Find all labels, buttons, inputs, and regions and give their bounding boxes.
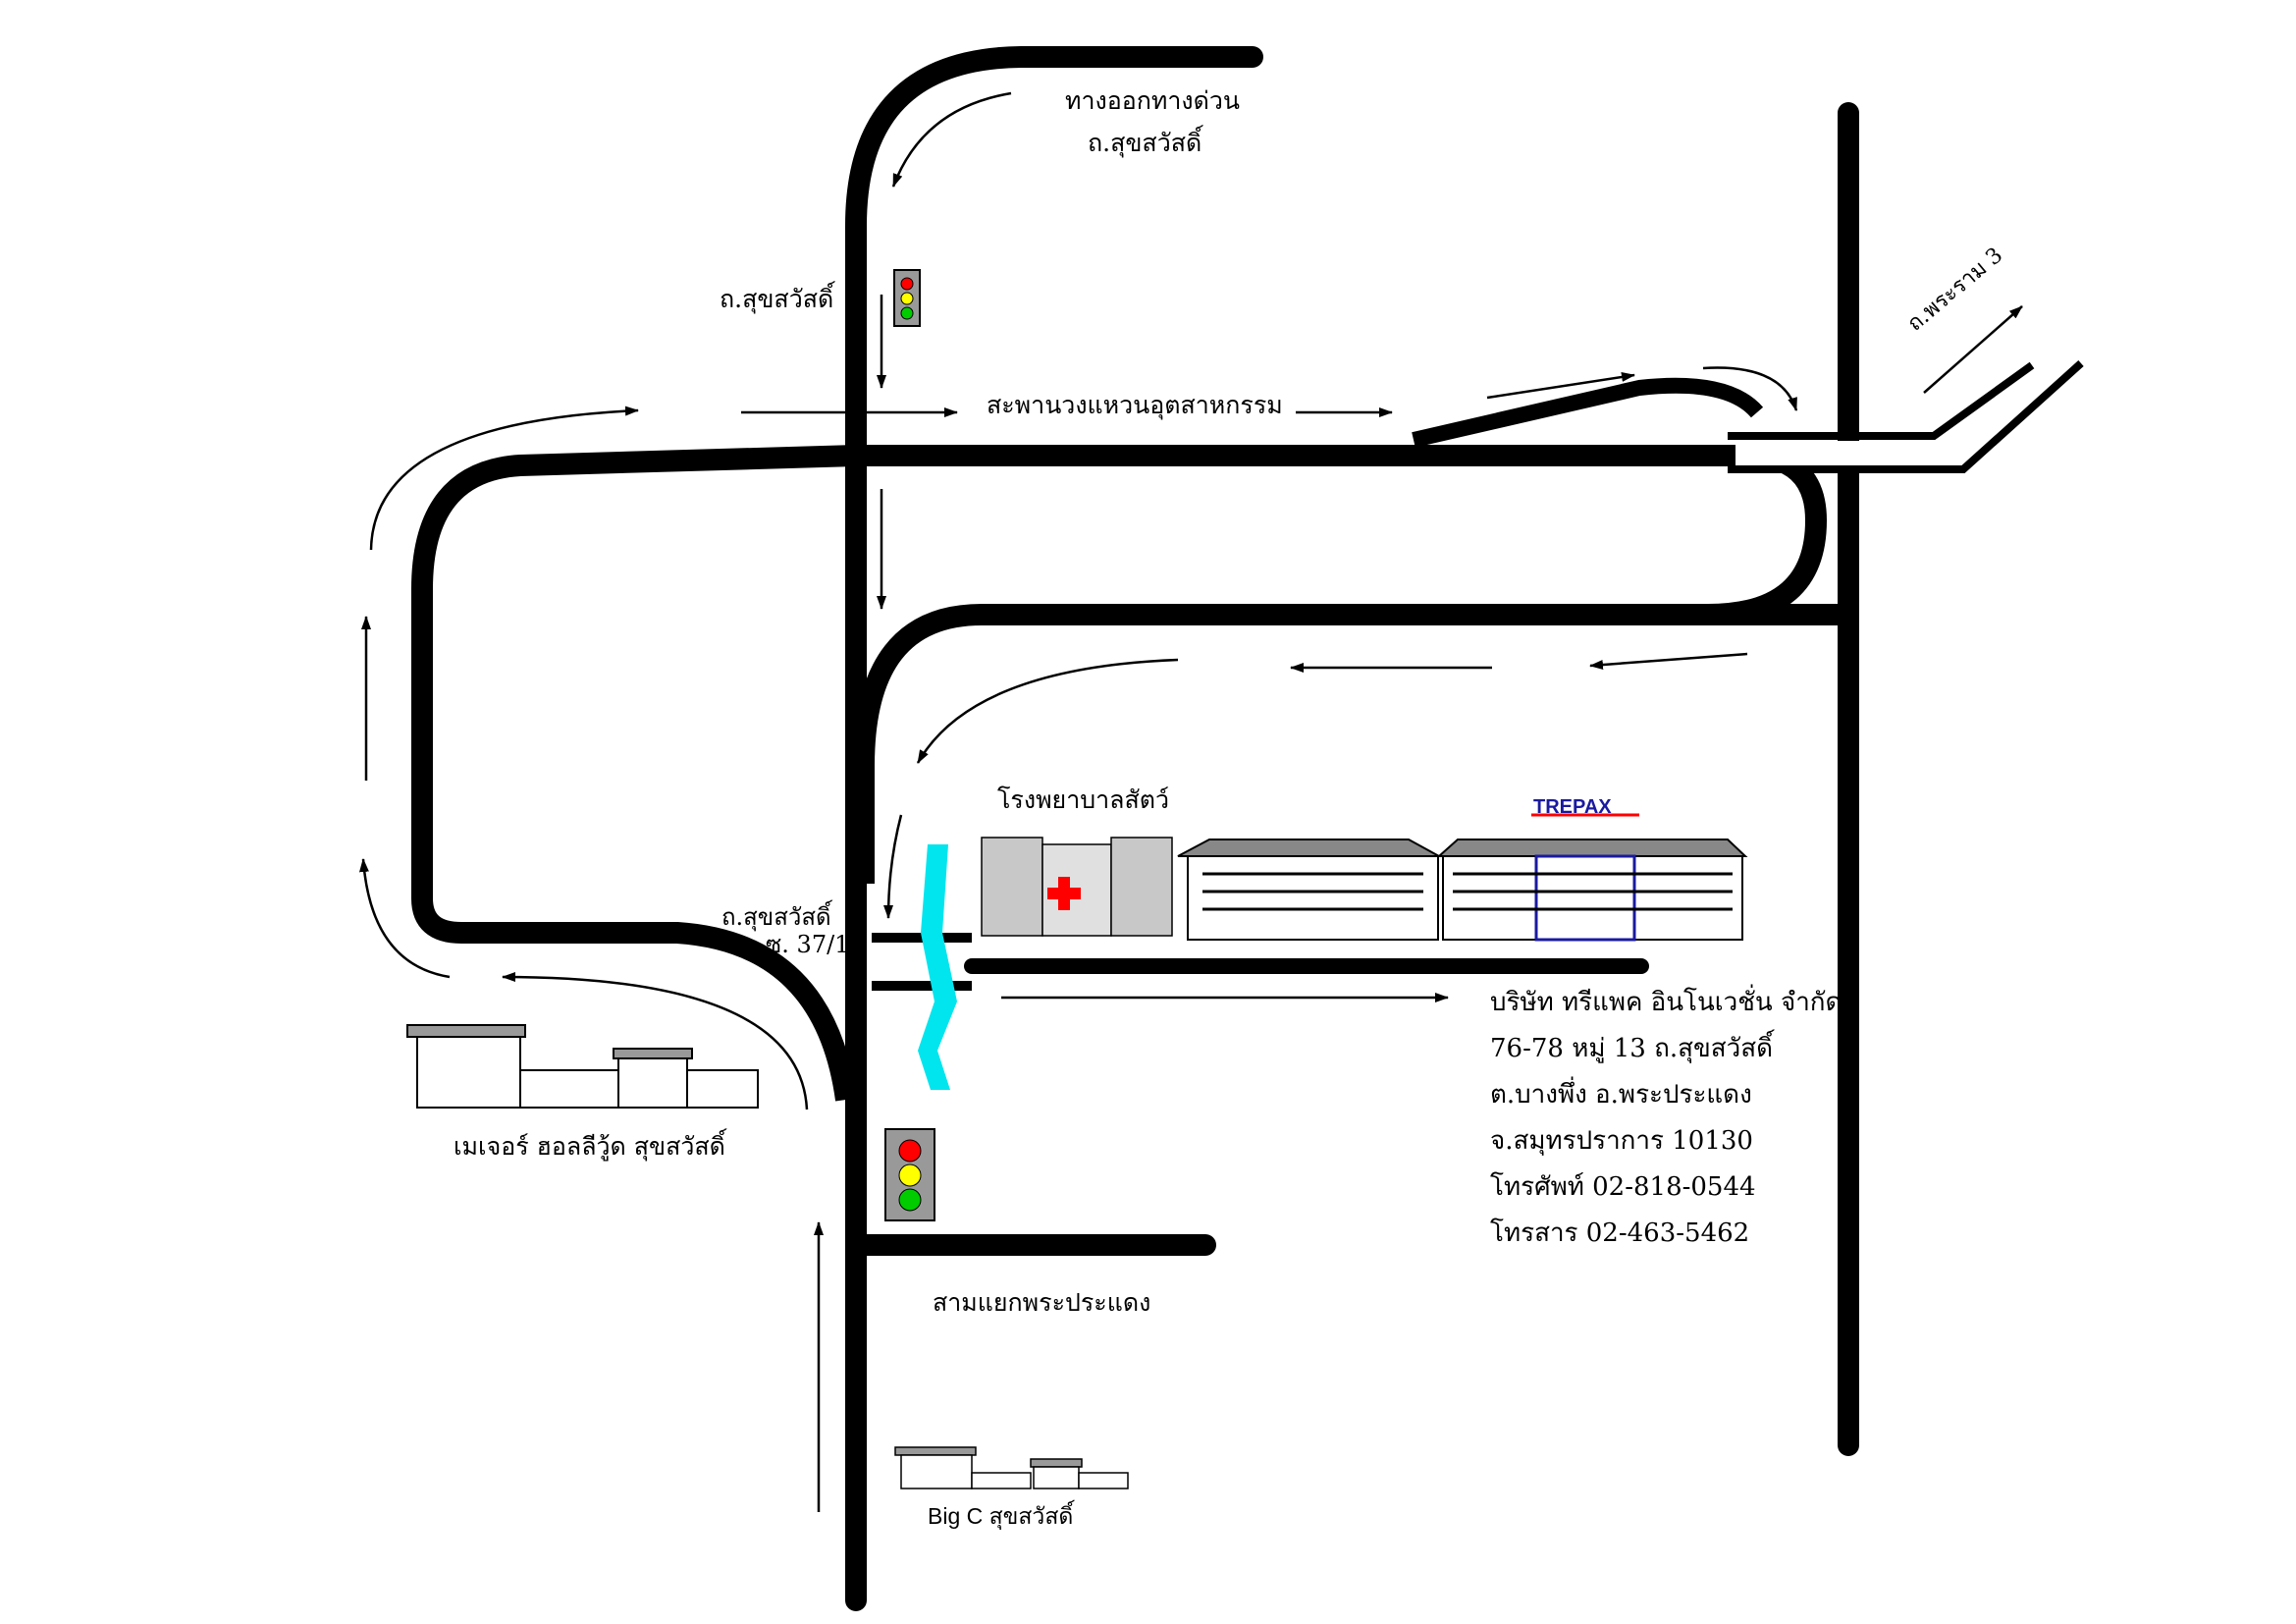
samyaek-label: สามแยกพระประแดง [933,1288,1151,1317]
expressway-exit-label-2: ถ.สุขสวัสดิ์ [1088,129,1202,157]
big-c-label: Big C สุขสวัสดิ์ [928,1503,1074,1529]
traffic-light-icon [893,269,921,327]
phone-number: โทรศัพท์ 02-818-0544 [1490,1172,1756,1202]
canal [918,844,957,1090]
address-line-2: ต.บางพึ่ง อ.พระประแดง [1490,1080,1752,1110]
soi-label-2: ซ. 37/1 [766,931,850,958]
road-suksawat-label: ถ.สุขสวัสดิ์ [720,285,834,313]
road-left-loop [411,445,857,1102]
animal-hospital-label: โรงพยาบาลสัตว์ [997,785,1169,814]
traffic-light-icon [884,1128,935,1221]
overpass-rama3 [1728,360,2084,473]
cinema-building-icon [406,1024,759,1109]
expressway-exit-label-1: ทางออกทางด่วน [1065,86,1240,115]
road-ring-ramp [1412,377,1764,448]
major-hollywood-label: เมเจอร์ ฮอลลีวู้ด สุขสวัสดิ์ [454,1132,725,1161]
fax-number: โทรสาร 02-463-5462 [1490,1218,1750,1248]
mall-building-icon [894,1446,1129,1489]
address-line-3: จ.สมุทรปราการ 10130 [1490,1126,1753,1156]
company-address-block: บริษัท ทรีแพค อินโนเวชั่น จำกัด 76-78 หม… [1490,980,1842,1257]
road-suksawat-main [845,46,1263,1611]
road-ring-bridge [856,445,1848,625]
road-lower-ring [853,604,1708,884]
trepax-logo: TREPAX [1533,796,1612,818]
company-name: บริษัท ทรีแพค อินโนเวชั่น จำกัด [1490,988,1842,1017]
arrow-icon-set [358,91,2023,1512]
ring-bridge-label: สะพานวงแหวนอุตสาหกรรม [987,391,1283,419]
factory-building-icon [1177,839,1748,942]
address-line-1: 76-78 หมู่ 13 ถ.สุขสวัสดิ์ [1490,1034,1773,1063]
hospital-building-icon [981,837,1173,937]
soi-label-1: ถ.สุขสวัสดิ์ [721,903,831,931]
